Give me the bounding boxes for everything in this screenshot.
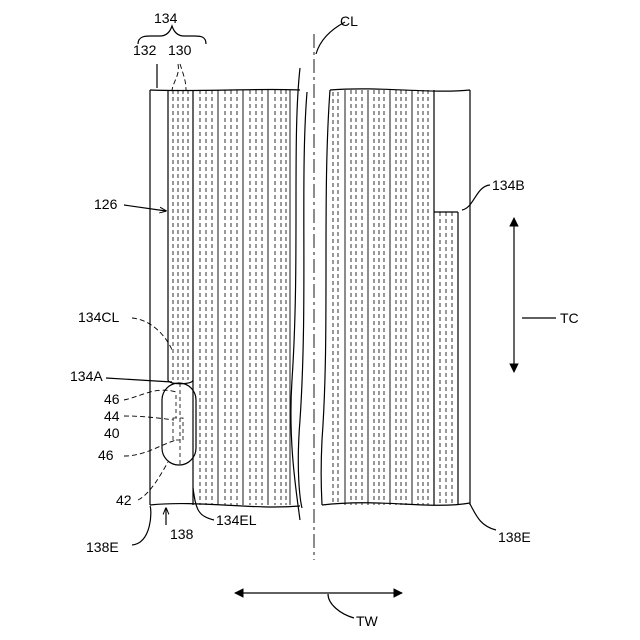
strip-lines-right xyxy=(333,90,458,505)
label-42: 42 xyxy=(116,492,132,508)
label-130: 130 xyxy=(168,42,192,58)
leader-lines xyxy=(106,22,556,545)
label-134EL: 134EL xyxy=(216,512,257,528)
label-138E-right: 138E xyxy=(498,529,531,545)
label-46-bottom: 46 xyxy=(98,447,114,463)
label-cl: CL xyxy=(340,13,358,29)
label-132: 132 xyxy=(133,42,157,58)
label-46-top: 46 xyxy=(104,391,120,407)
label-tw: TW xyxy=(356,613,379,629)
label-138E-left: 138E xyxy=(86,539,119,555)
label-40: 40 xyxy=(104,425,120,441)
right-tread-section xyxy=(321,89,470,505)
label-44: 44 xyxy=(104,408,120,424)
strip-lines-left xyxy=(168,90,290,505)
label-tc: TC xyxy=(560,310,579,326)
strip-end-134A xyxy=(162,380,196,465)
label-134B: 134B xyxy=(492,177,525,193)
label-134CL: 134CL xyxy=(78,309,119,325)
left-tread-section xyxy=(150,68,307,520)
tw-leader xyxy=(328,594,354,618)
label-138: 138 xyxy=(170,526,194,542)
label-134: 134 xyxy=(154,10,178,26)
label-126: 126 xyxy=(94,196,118,212)
label-134A: 134A xyxy=(70,368,103,384)
